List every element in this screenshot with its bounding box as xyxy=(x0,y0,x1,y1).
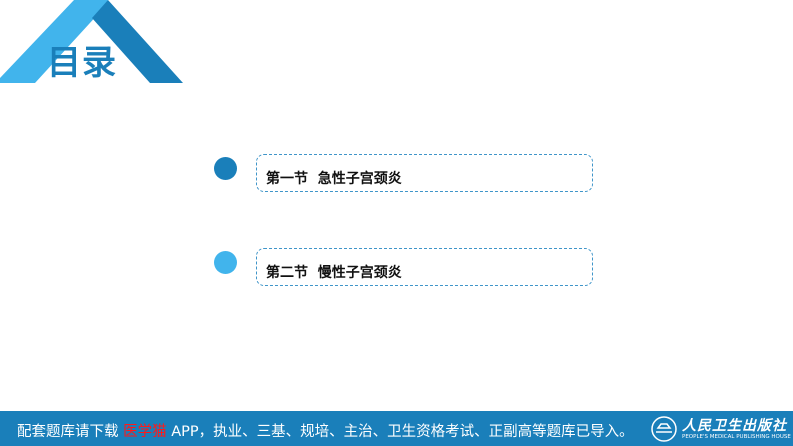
roof-left-band xyxy=(0,0,108,83)
roof-right-band xyxy=(92,0,183,83)
toc-item-2-label: 第二节 慢性子宫颈炎 xyxy=(266,265,402,281)
toc-item-2[interactable]: 第二节 慢性子宫颈炎 xyxy=(256,248,593,286)
footer-text-after: APP，执业、三基、规培、主治、卫生资格考试、正副高等题库已导入。 xyxy=(166,424,634,440)
footer-text-before: 配套题库请下载 xyxy=(17,424,124,440)
roof-decoration xyxy=(0,0,183,83)
toc-bullet-2 xyxy=(214,251,237,274)
publisher-name-en: PEOPLE'S MEDICAL PUBLISHING HOUSE xyxy=(682,434,791,440)
toc-bullet-1 xyxy=(214,157,237,180)
footer-bar: 配套题库请下载 医学猫 APP，执业、三基、规培、主治、卫生资格考试、正副高等题… xyxy=(0,411,793,446)
page-title: 目录 xyxy=(47,43,117,83)
footer-app-name: 医学猫 xyxy=(123,424,167,440)
toc-item-1-label: 第一节 急性子宫颈炎 xyxy=(266,171,402,187)
toc-item-1[interactable]: 第一节 急性子宫颈炎 xyxy=(256,154,593,192)
publisher-logo: 人民卫生出版社 PEOPLE'S MEDICAL PUBLISHING HOUS… xyxy=(650,414,791,444)
publisher-emblem-icon xyxy=(651,416,677,442)
footer-text: 配套题库请下载 医学猫 APP，执业、三基、规培、主治、卫生资格考试、正副高等题… xyxy=(17,420,634,441)
publisher-name-cn: 人民卫生出版社 xyxy=(682,418,787,434)
